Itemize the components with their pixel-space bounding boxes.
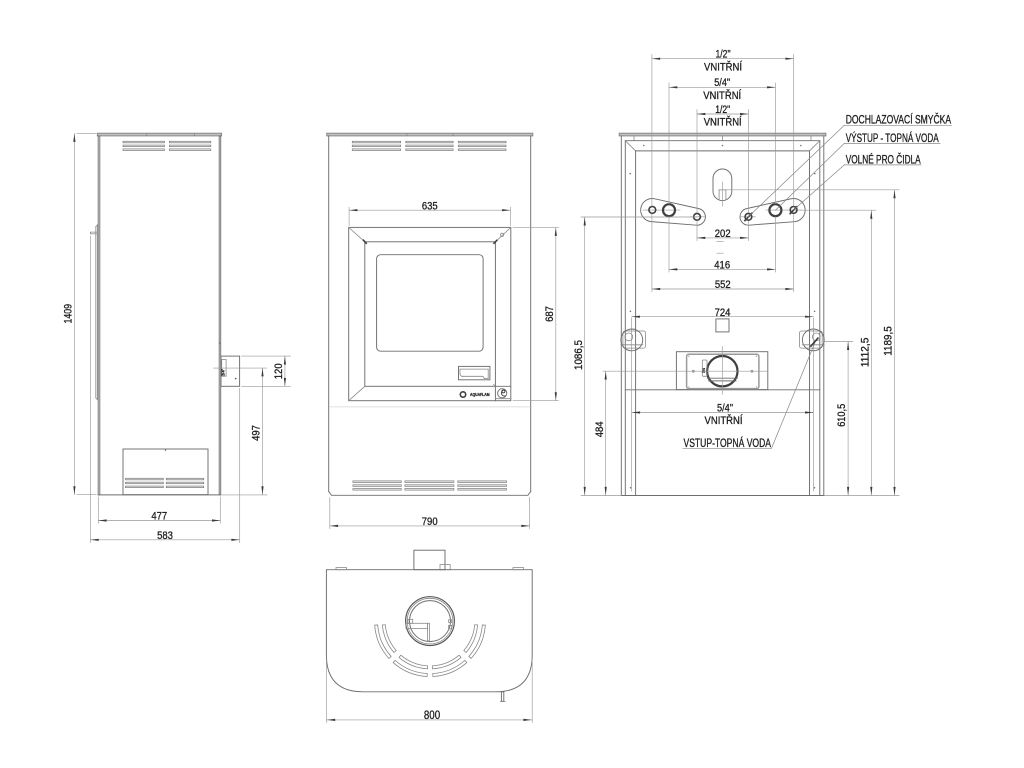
svg-text:3/4": 3/4" bbox=[221, 368, 226, 376]
svg-text:VSTUP-TOPNÁ VODA: VSTUP-TOPNÁ VODA bbox=[684, 437, 772, 450]
svg-text:610,5: 610,5 bbox=[836, 404, 848, 427]
svg-text:202: 202 bbox=[715, 228, 731, 240]
svg-text:497: 497 bbox=[251, 425, 263, 441]
svg-text:800: 800 bbox=[424, 710, 440, 722]
svg-text:VNITŘNÍ: VNITŘNÍ bbox=[704, 115, 743, 128]
svg-text:635: 635 bbox=[422, 200, 438, 212]
svg-text:VOLNÉ PRO ČIDLA: VOLNÉ PRO ČIDLA bbox=[846, 153, 921, 166]
svg-text:790: 790 bbox=[422, 516, 438, 528]
svg-text:1086,5: 1086,5 bbox=[573, 340, 585, 370]
svg-text:5/4": 5/4" bbox=[717, 402, 733, 414]
svg-text:1112,5: 1112,5 bbox=[859, 338, 871, 368]
svg-text:477: 477 bbox=[151, 511, 167, 523]
svg-text:1409: 1409 bbox=[63, 304, 75, 324]
svg-text:484: 484 bbox=[594, 421, 606, 437]
svg-text:3/4: 3/4 bbox=[702, 368, 706, 373]
svg-text:VNITŘNÍ: VNITŘNÍ bbox=[704, 61, 743, 74]
svg-text:552: 552 bbox=[715, 279, 731, 291]
svg-text:DOCHLAZOVACÍ SMYČKA: DOCHLAZOVACÍ SMYČKA bbox=[846, 114, 952, 127]
svg-text:VÝSTUP - TOPNÁ VODA: VÝSTUP - TOPNÁ VODA bbox=[846, 132, 939, 145]
svg-text:5/4": 5/4" bbox=[714, 77, 730, 89]
svg-text:724: 724 bbox=[715, 307, 731, 319]
svg-text:1/2": 1/2" bbox=[716, 49, 731, 61]
svg-text:VNITŘNÍ: VNITŘNÍ bbox=[705, 414, 744, 427]
svg-text:416: 416 bbox=[714, 260, 730, 272]
svg-text:687: 687 bbox=[544, 306, 556, 322]
svg-text:1189,5: 1189,5 bbox=[883, 326, 895, 356]
svg-text:VNITŘNÍ: VNITŘNÍ bbox=[703, 89, 742, 102]
svg-text:1/2": 1/2" bbox=[715, 104, 730, 116]
svg-text:120: 120 bbox=[273, 363, 285, 379]
svg-text:583: 583 bbox=[157, 530, 173, 542]
svg-text:AQUAFLAM: AQUAFLAM bbox=[470, 392, 490, 397]
